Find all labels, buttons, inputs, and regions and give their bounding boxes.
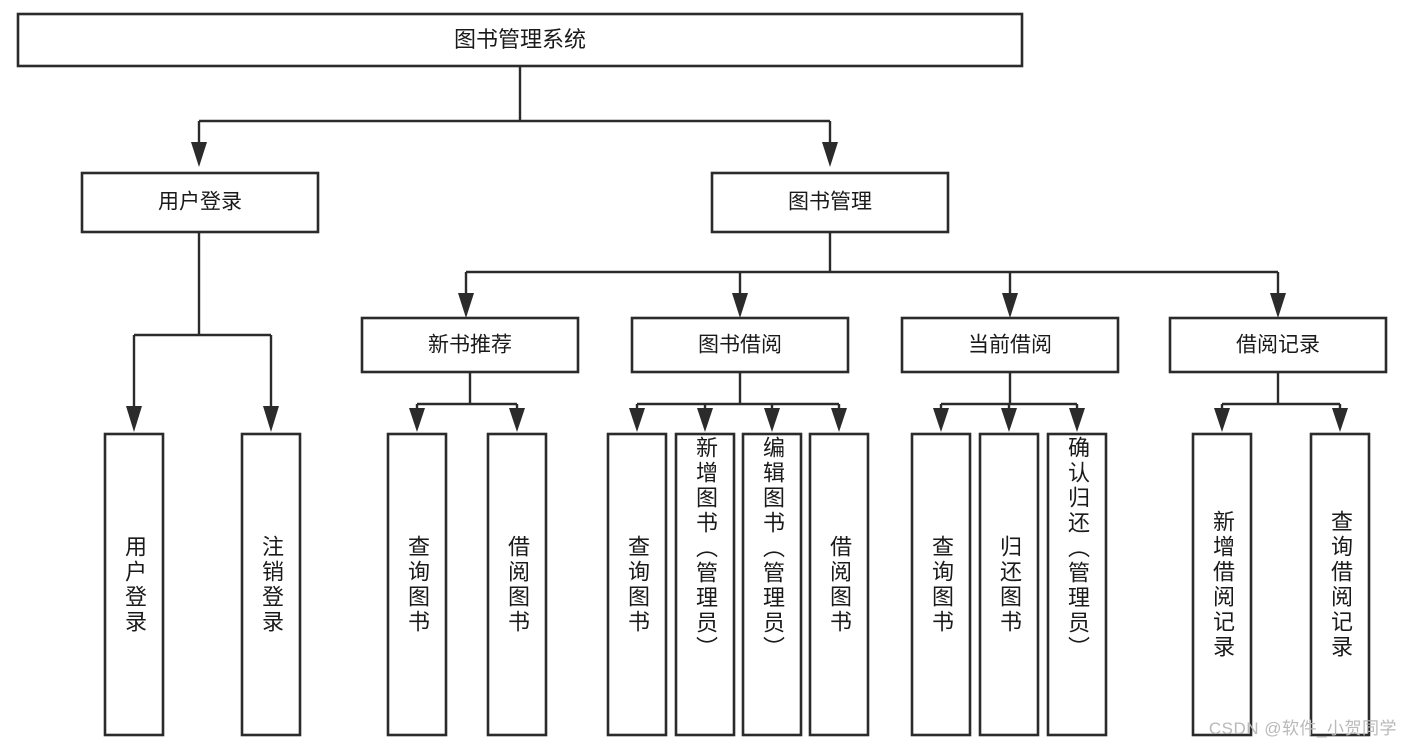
leaf-box-borrow-book-2[interactable] xyxy=(808,432,870,737)
arrow-head-book-borrow xyxy=(732,293,748,318)
arrow-head-current-borrow xyxy=(1002,293,1018,318)
leaf-box-query-book-3[interactable] xyxy=(910,432,972,737)
leaf-box-query-book-2[interactable] xyxy=(606,432,668,737)
arrow-head-leaf-return-book xyxy=(1001,408,1017,432)
node-borrow-record[interactable]: 借阅记录 xyxy=(1168,316,1388,374)
node-user-login-label: 用户登录 xyxy=(158,191,242,214)
connector-group-current-borrow-to-leaves xyxy=(933,372,1085,432)
leaf-box-add-record[interactable] xyxy=(1191,432,1253,737)
node-user-login-box[interactable] xyxy=(80,171,320,234)
arrow-head-leaf-query-book-3 xyxy=(933,408,949,432)
leaf-box-edit-book[interactable] xyxy=(741,432,803,737)
node-root-box[interactable] xyxy=(16,12,1024,68)
node-user-login[interactable]: 用户登录 xyxy=(80,171,320,234)
node-book-borrow[interactable]: 图书借阅 xyxy=(630,316,850,374)
arrow-head-user-login xyxy=(191,142,207,167)
node-book-manage-label: 图书管理 xyxy=(788,191,872,214)
node-current-borrow[interactable]: 当前借阅 xyxy=(900,316,1120,374)
leaf-box-confirm-return[interactable] xyxy=(1046,432,1108,737)
node-new-book-recommend-box[interactable] xyxy=(360,316,580,374)
leaf-box-logout-login[interactable] xyxy=(240,432,302,737)
arrow-head-new-book-recommend xyxy=(458,293,474,318)
connector-group-book-borrow-to-leaves xyxy=(629,372,847,432)
arrow-head-leaf-add-book xyxy=(697,408,713,432)
arrow-head-book-manage xyxy=(822,142,838,167)
arrow-head-leaf-borrow-book-1 xyxy=(509,408,525,432)
node-new-book-recommend[interactable]: 新书推荐 xyxy=(360,316,580,374)
node-borrow-record-label: 借阅记录 xyxy=(1236,334,1320,357)
leaf-box-query-book-1[interactable] xyxy=(386,432,448,737)
arrow-head-leaf-add-record xyxy=(1214,408,1230,432)
arrow-head-leaf-edit-book xyxy=(764,408,780,432)
leaf-box-return-book[interactable] xyxy=(978,432,1040,737)
node-current-borrow-box[interactable] xyxy=(900,316,1120,374)
node-root[interactable]: 图书管理系统 xyxy=(16,12,1024,68)
node-book-manage[interactable]: 图书管理 xyxy=(710,171,950,234)
leaf-box-user-login[interactable] xyxy=(103,432,165,737)
arrow-head-leaf-query-book-1 xyxy=(409,408,425,432)
arrow-head-leaf-query-book-2 xyxy=(629,408,645,432)
arrow-head-leaf-logout-login xyxy=(263,406,279,432)
arrow-head-borrow-record xyxy=(1270,293,1286,318)
node-book-borrow-label: 图书借阅 xyxy=(698,334,782,357)
connector-group-borrow-record-to-leaves xyxy=(1214,372,1348,432)
leaf-box-borrow-book-1[interactable] xyxy=(486,432,548,737)
leaf-box-query-record[interactable] xyxy=(1309,432,1371,737)
leaf-box-add-book[interactable] xyxy=(674,432,736,737)
node-new-book-recommend-label: 新书推荐 xyxy=(428,334,512,357)
leaf-box-group xyxy=(103,432,1371,737)
node-root-label: 图书管理系统 xyxy=(454,27,586,52)
node-book-manage-box[interactable] xyxy=(710,171,950,234)
node-borrow-record-box[interactable] xyxy=(1168,316,1388,374)
connector-group-book-manage-to-level3 xyxy=(458,232,1286,318)
arrow-head-leaf-user-login xyxy=(126,406,142,432)
connector-group-user-login-to-leaves xyxy=(126,232,279,432)
connector-group-new-book-recommend-to-leaves xyxy=(409,372,525,432)
connector-group-root-to-level2 xyxy=(191,66,838,167)
node-book-borrow-box[interactable] xyxy=(630,316,850,374)
arrow-head-leaf-borrow-book-2 xyxy=(831,408,847,432)
node-current-borrow-label: 当前借阅 xyxy=(968,334,1052,357)
arrow-head-leaf-query-record xyxy=(1332,408,1348,432)
arrow-head-leaf-confirm-return xyxy=(1069,408,1085,432)
